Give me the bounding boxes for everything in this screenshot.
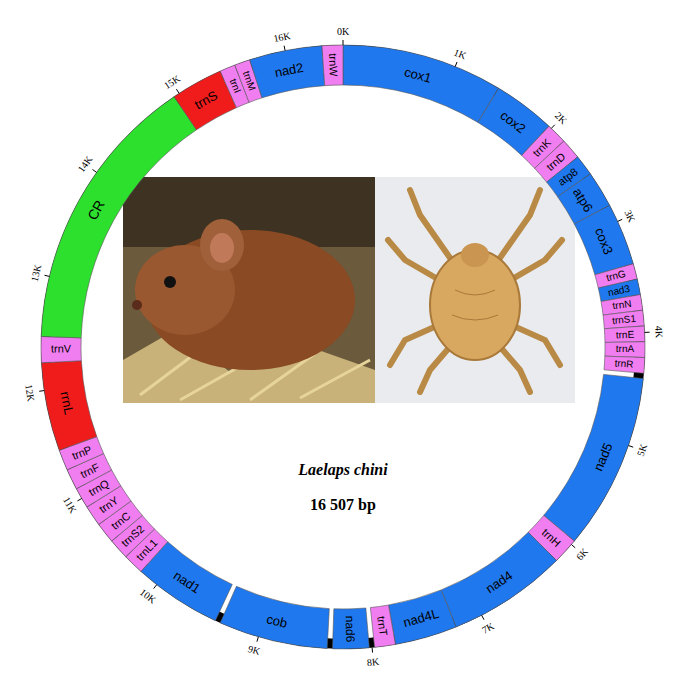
label-text: Laelaps chini [298, 461, 387, 479]
tick-mark [284, 46, 286, 51]
gene-block: trnA [615, 343, 635, 355]
gene-block: trnE [614, 328, 635, 341]
label-text: 12K [24, 383, 37, 402]
gene-name: trnN [612, 299, 632, 312]
position-tick-label: 14K [76, 154, 95, 174]
gene-segment [441, 532, 556, 627]
species-name: Laelaps chini [298, 461, 387, 479]
tick-mark [618, 219, 623, 221]
position-tick-label: 10K [138, 586, 158, 605]
gene-name: trnT [375, 616, 389, 637]
gene-segment [41, 97, 196, 338]
label-text: 7K [480, 620, 496, 635]
tick-mark [257, 637, 258, 642]
gene-segment [332, 608, 369, 649]
tick-mark [551, 125, 554, 129]
gene-block: trnS1 [610, 313, 637, 327]
tick-mark [628, 446, 633, 448]
position-tick-label: 12K [24, 383, 37, 402]
gene-segment [220, 586, 329, 648]
tick-mark [176, 89, 179, 93]
gene-name: trnR [615, 359, 634, 370]
label-text: 8K [367, 655, 380, 667]
gene-block: trnV [50, 343, 72, 356]
label-text: 2K [553, 110, 569, 126]
label-text: 16K [273, 30, 292, 44]
tick-mark [571, 545, 575, 548]
gene-name: trnW [327, 53, 339, 77]
label-text: 10K [138, 586, 158, 605]
tick-mark [343, 40, 344, 45]
tick-mark [154, 585, 157, 589]
label-text: 3K [623, 208, 638, 224]
gene-segment [605, 342, 645, 358]
gene-segment [322, 45, 343, 86]
position-tick-label: 9K [247, 643, 262, 657]
gene-segment [41, 361, 96, 451]
label-text: 4K [653, 325, 665, 338]
position-tick-label: 6K [574, 545, 590, 561]
gene-segment [370, 605, 395, 647]
gene-segment [41, 336, 81, 362]
position-tick-label: 3K [623, 208, 638, 224]
vole-photo [123, 177, 375, 403]
mite-photo [375, 177, 575, 403]
tick-mark [372, 648, 373, 653]
position-tick-label: 5K [635, 443, 649, 458]
label-text: 6K [574, 545, 590, 561]
gene-block: trnR [614, 358, 636, 371]
tick-mark [455, 62, 457, 67]
position-tick-label: 1K [453, 46, 468, 61]
gene-segment [603, 310, 644, 329]
label-text: 11K [61, 495, 79, 515]
gene-segment [544, 374, 644, 541]
genome-length: 16 507 bp [310, 496, 376, 514]
label-text: 13K [28, 263, 43, 282]
label-text: 5K [635, 443, 649, 458]
gene-segment [604, 326, 645, 342]
gene-block: nad6 [343, 614, 358, 643]
position-tick-label: 2K [553, 110, 569, 126]
tick-mark [645, 332, 650, 333]
position-tick-label: 16K [273, 30, 292, 44]
gene-segment [250, 46, 325, 98]
position-tick-label: 11K [61, 495, 79, 515]
tick-mark [482, 615, 484, 619]
gene-name: rrnL [58, 391, 75, 416]
gene-name: trnA [616, 344, 634, 354]
label-text: 15K [161, 72, 181, 91]
gene-segment [604, 356, 645, 373]
gene-name: trnV [51, 344, 71, 355]
gene-name: nad6 [344, 615, 357, 642]
gene-block: trnW [326, 52, 340, 78]
tick-mark [45, 275, 50, 276]
label-text: 1K [453, 46, 468, 61]
position-tick-label: 4K [653, 325, 665, 338]
gene-name: trnS1 [611, 314, 636, 326]
position-tick-label: 13K [28, 263, 43, 282]
position-tick-label: 7K [480, 620, 496, 635]
gene-name: trnE [615, 329, 634, 340]
label-text: 14K [76, 154, 95, 174]
label-text: 9K [247, 643, 262, 657]
gene-segment [343, 45, 499, 122]
tick-mark [93, 169, 97, 172]
tick-mark [77, 498, 81, 501]
gene-segment [388, 590, 456, 644]
label-text: 0K [337, 26, 349, 37]
tick-mark [39, 390, 44, 392]
position-tick-label: 8K [367, 655, 380, 667]
position-tick-label: 15K [161, 72, 181, 91]
position-tick-label: 0K [337, 26, 349, 37]
label-text: 16 507 bp [310, 496, 376, 514]
